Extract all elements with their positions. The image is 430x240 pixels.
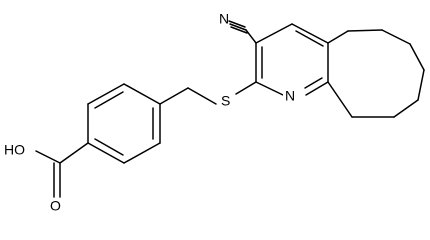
pyridine-nitrogen-label: N — [285, 88, 295, 104]
nitrile-group — [228, 20, 257, 44]
benzene-ring — [87, 83, 161, 164]
thioether-linker — [159, 81, 257, 105]
cyclooctane-ring — [327, 29, 425, 118]
pyridine-ring — [255, 23, 329, 96]
nitrile-nitrogen-label: N — [219, 11, 229, 27]
hydroxyl-label: HO — [4, 142, 25, 158]
carbonyl-oxygen-label: O — [50, 198, 61, 214]
carboxylic-acid-group — [35, 142, 89, 198]
chemical-structure: N N S HO O — [4, 11, 425, 214]
sulfur-label: S — [221, 93, 230, 109]
